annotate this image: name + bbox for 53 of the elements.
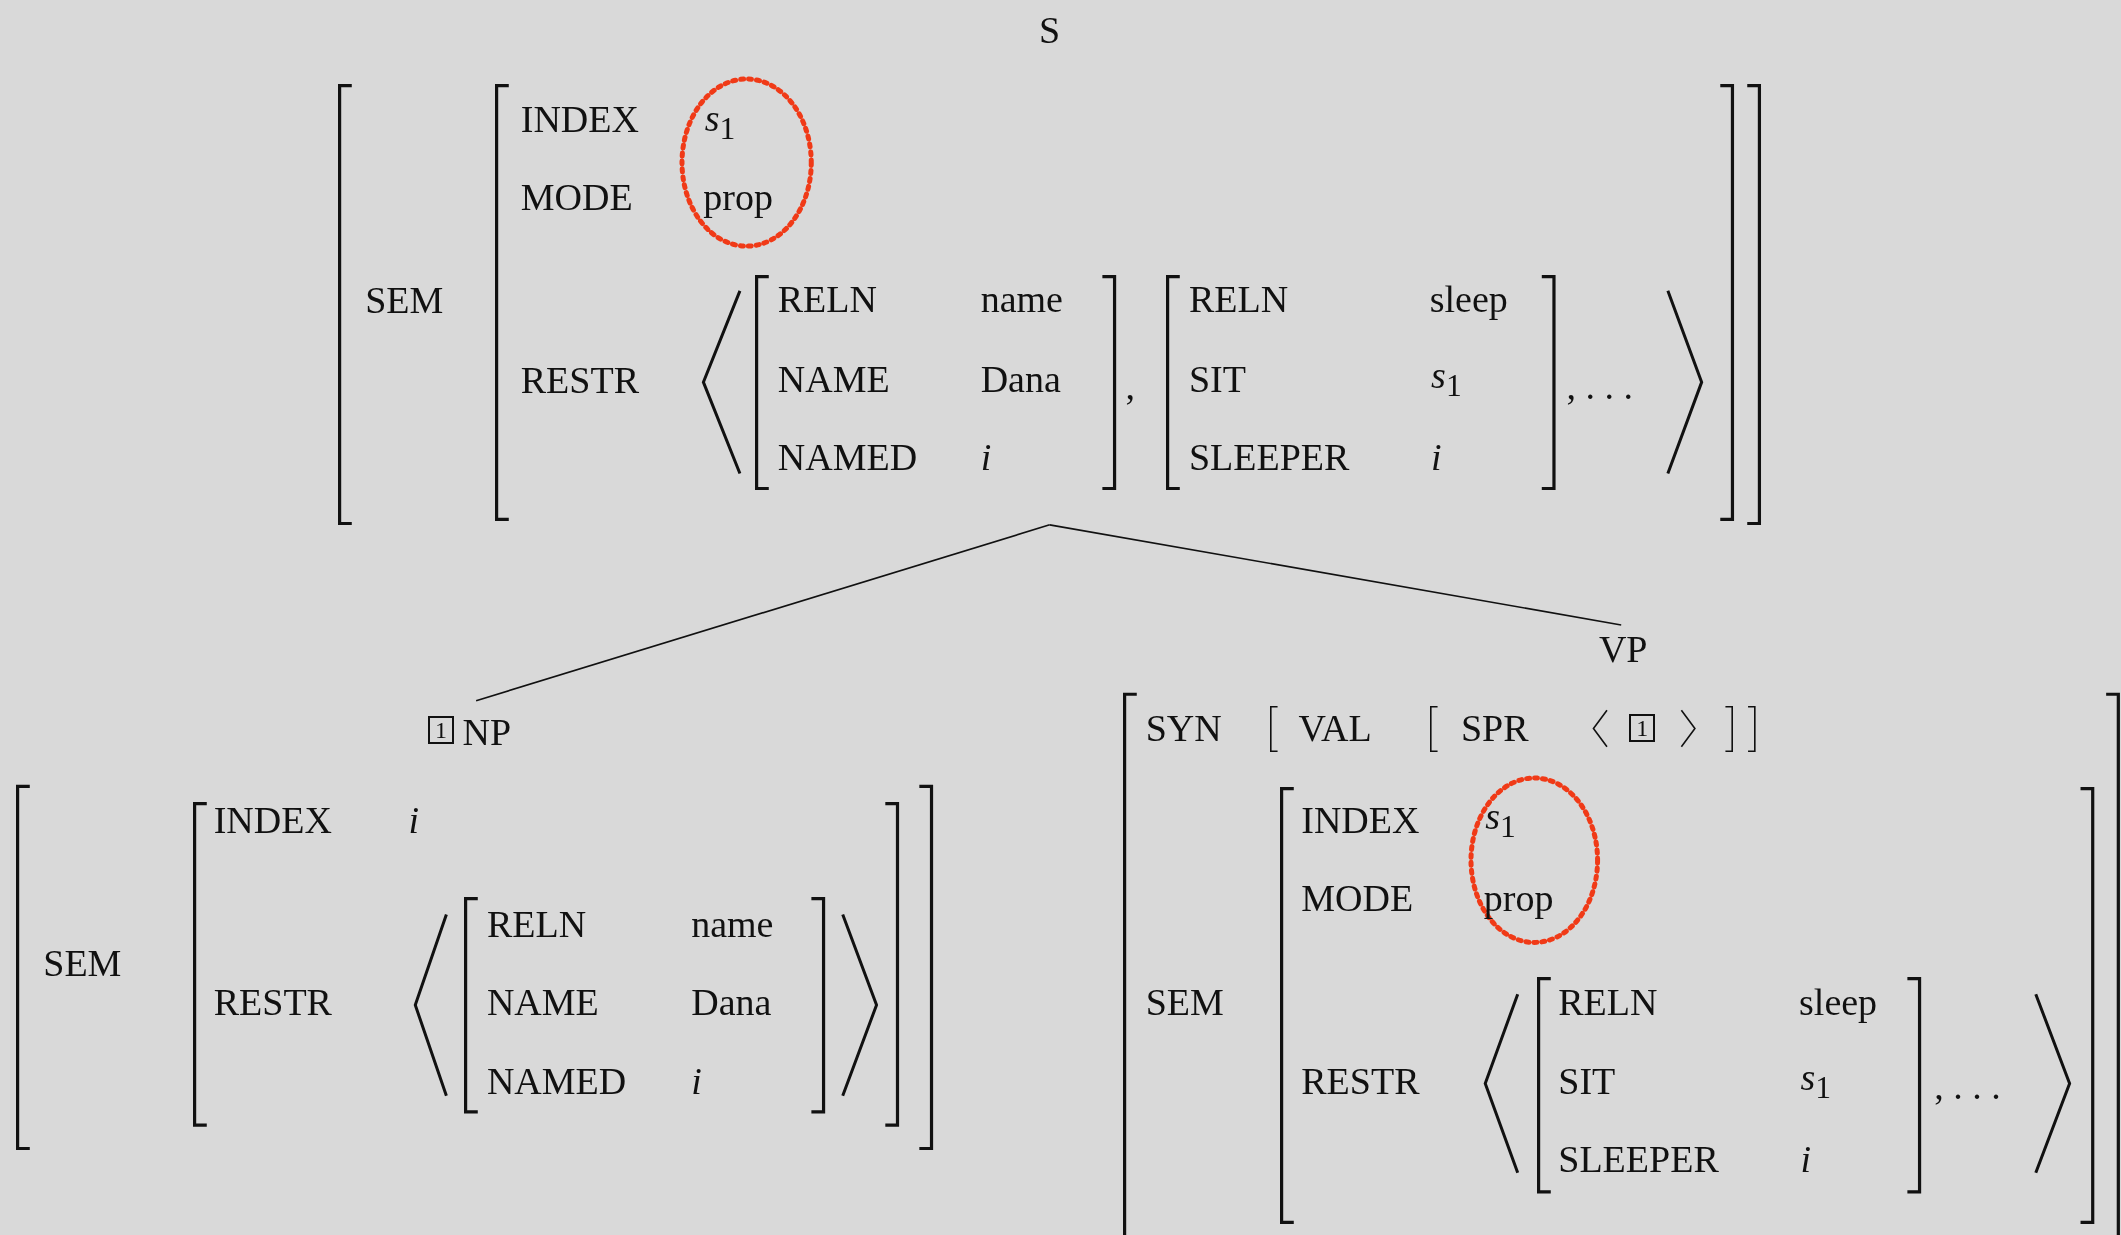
feature-text: SIT bbox=[1188, 359, 1246, 398]
feature-text: NAMED bbox=[486, 1061, 627, 1100]
feature-text: sleep bbox=[1429, 279, 1508, 318]
category-label: VP bbox=[1598, 630, 1648, 669]
feature-text: NAME bbox=[486, 983, 599, 1022]
feature-text: i bbox=[1431, 438, 1442, 477]
feature-text: s$_{1}$ bbox=[704, 98, 736, 145]
feature-text: RELN bbox=[1188, 279, 1289, 318]
feature-text: MODE bbox=[1301, 879, 1414, 918]
feature-text: SEM bbox=[1145, 983, 1224, 1022]
feature-text: RESTR bbox=[1301, 1061, 1420, 1100]
feature-text: RESTR bbox=[520, 361, 639, 400]
feature-text: RELN bbox=[486, 904, 587, 943]
feature-text: prop bbox=[703, 178, 773, 217]
feature-text: SYN bbox=[1145, 708, 1222, 747]
feature-text: i bbox=[1800, 1140, 1811, 1179]
feature-text: name bbox=[691, 904, 774, 943]
list-separator: , . . . bbox=[1934, 1067, 2001, 1106]
feature-text: INDEX bbox=[520, 100, 639, 138]
feature-text: s$_{1}$ bbox=[1800, 1057, 1831, 1104]
feature-text: Dana bbox=[980, 359, 1061, 398]
feature-text: i bbox=[980, 438, 992, 477]
feature-text: prop bbox=[1483, 879, 1554, 918]
index-tag: 1 bbox=[427, 716, 454, 745]
feature-text: VAL bbox=[1298, 708, 1372, 747]
feature-text: sleep bbox=[1799, 983, 1878, 1022]
feature-text: SPR bbox=[1460, 708, 1529, 747]
feature-text: name bbox=[980, 279, 1063, 318]
list-separator: , bbox=[1125, 366, 1135, 405]
feature-text: s$_{1}$ bbox=[1485, 796, 1516, 843]
list-separator: , . . . bbox=[1566, 366, 1633, 405]
feature-text: i bbox=[691, 1061, 702, 1100]
feature-text: SEM bbox=[365, 281, 444, 320]
feature-text: SLEEPER bbox=[1558, 1140, 1719, 1179]
feature-text: RELN bbox=[1558, 983, 1658, 1022]
feature-text: MODE bbox=[520, 178, 633, 217]
feature-text: INDEX bbox=[1301, 800, 1420, 839]
tree-branch-line bbox=[1048, 524, 1622, 626]
feature-text: Dana bbox=[691, 983, 772, 1022]
tree-branch-line bbox=[475, 524, 1051, 702]
index-tag: 1 bbox=[1629, 713, 1656, 742]
feature-text: NAMED bbox=[777, 438, 918, 477]
feature-text: s$_{1}$ bbox=[1431, 355, 1462, 402]
feature-text: NP bbox=[462, 712, 512, 751]
feature-text: RESTR bbox=[213, 983, 332, 1022]
feature-text: SEM bbox=[43, 944, 122, 983]
feature-text: RELN bbox=[777, 279, 877, 318]
category-label: S bbox=[1039, 10, 1061, 49]
feature-text: NAME bbox=[777, 359, 890, 398]
feature-text: SIT bbox=[1558, 1061, 1616, 1100]
feature-text: i bbox=[408, 800, 420, 839]
feature-text: INDEX bbox=[213, 800, 332, 839]
feature-text: SLEEPER bbox=[1188, 438, 1350, 477]
